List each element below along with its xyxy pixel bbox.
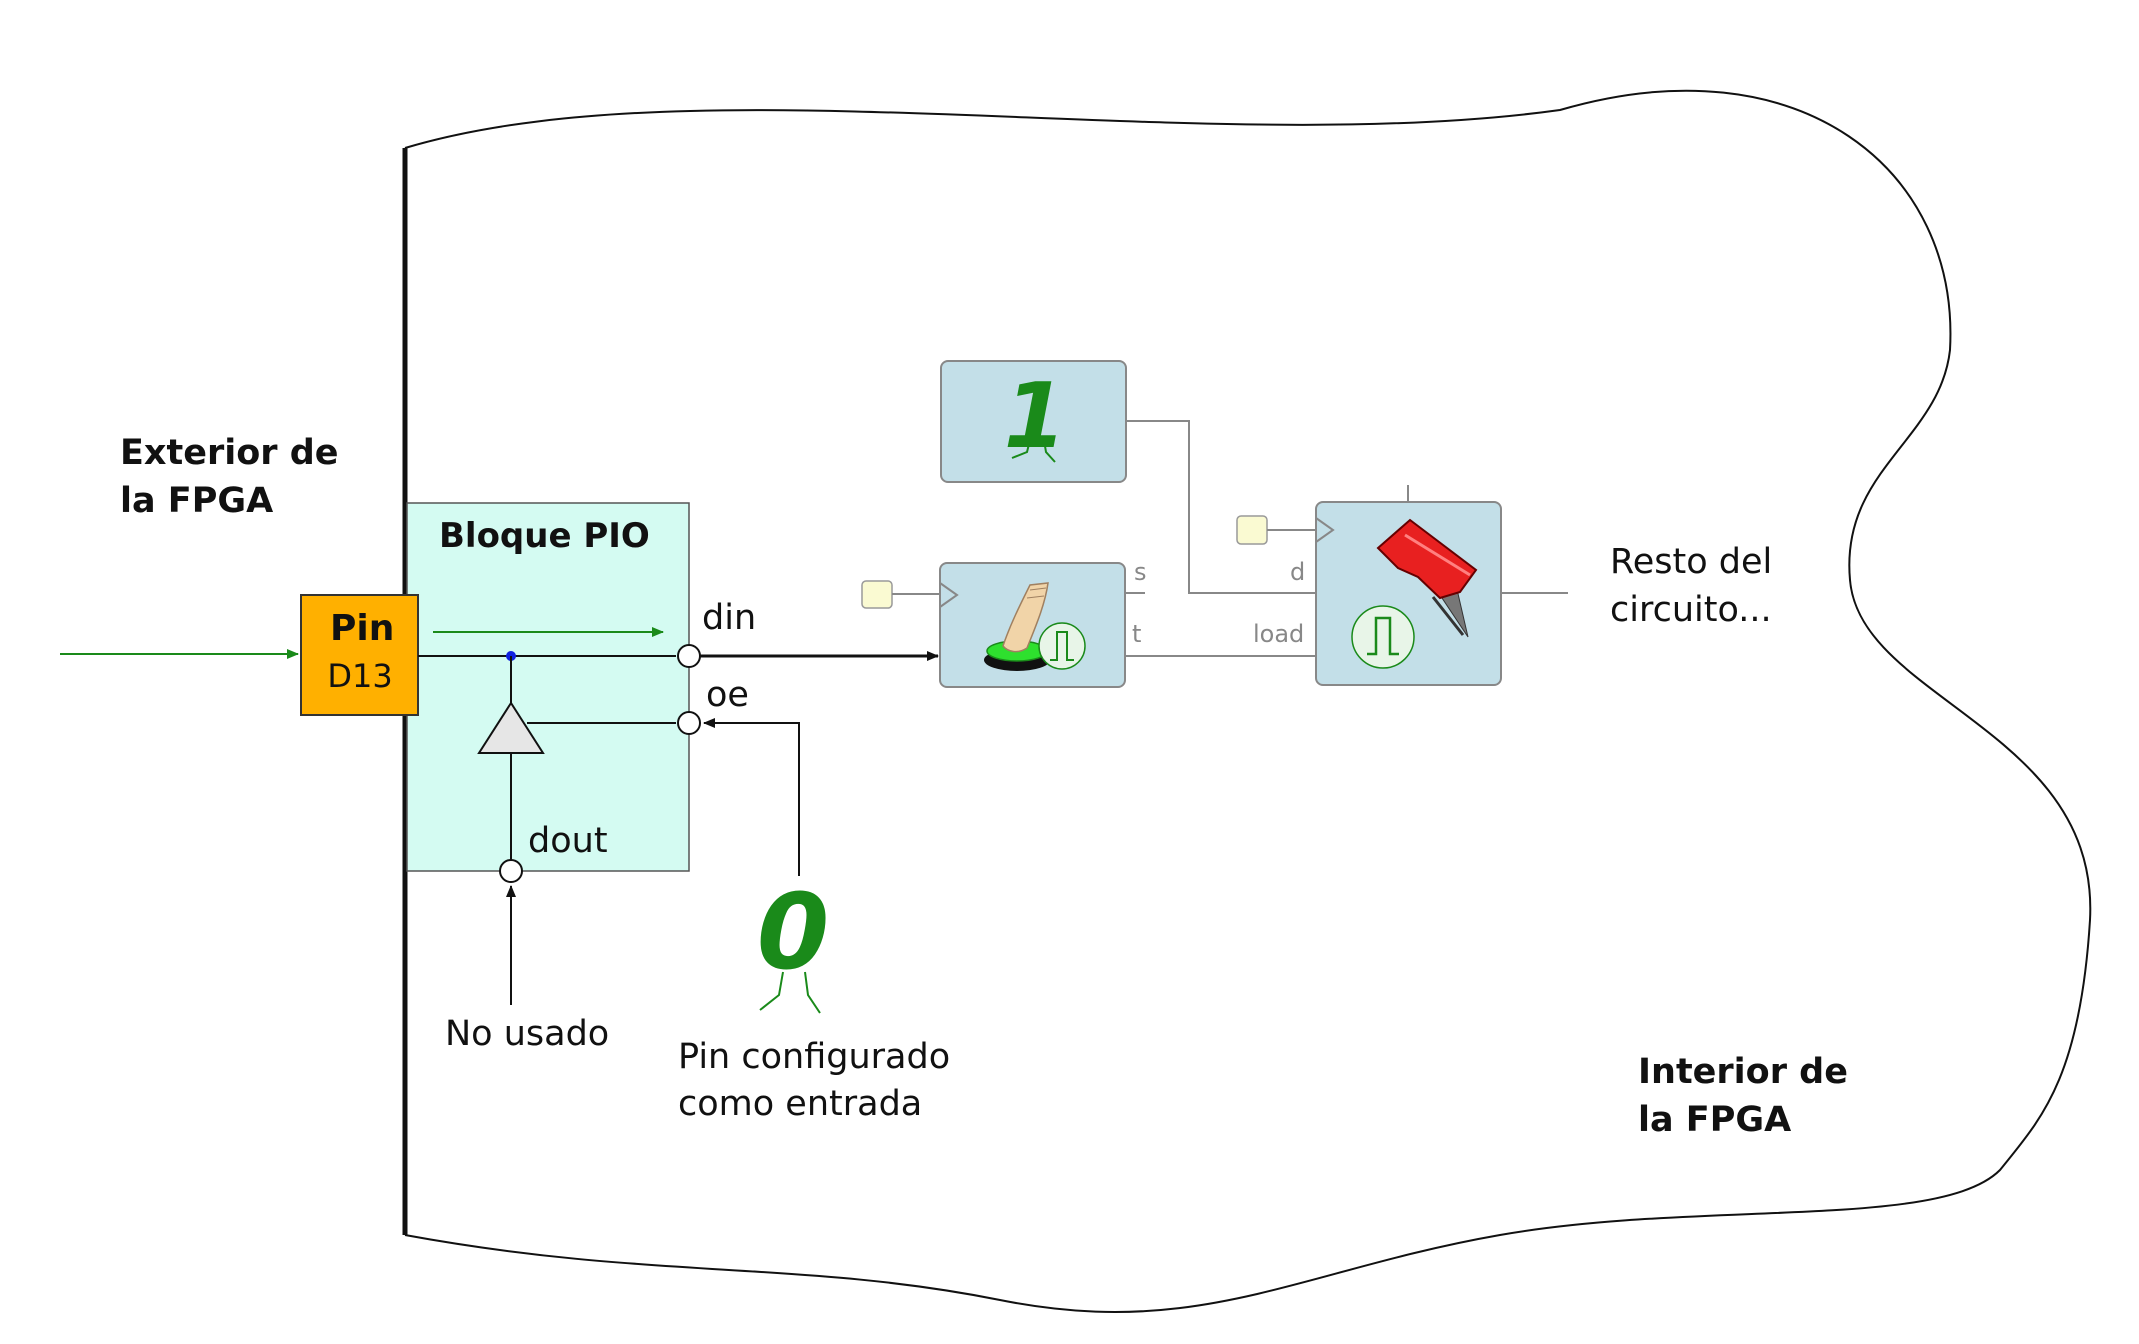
din-label: din bbox=[702, 598, 757, 638]
pulse-icon bbox=[1038, 622, 1086, 670]
pin-name: D13 bbox=[327, 657, 393, 695]
zero-caption-line1: Pin configurado bbox=[678, 1037, 951, 1077]
pin-box[interactable] bbox=[300, 594, 419, 716]
pushpin-icon bbox=[1376, 518, 1478, 638]
constant-one: 1 bbox=[1004, 364, 1067, 469]
zero-to-oe-wire bbox=[703, 718, 800, 876]
button-clock-input[interactable] bbox=[861, 580, 893, 609]
register-clock-triangle bbox=[1315, 517, 1335, 543]
oe-port[interactable] bbox=[677, 711, 701, 735]
not-used-label: No usado bbox=[445, 1014, 610, 1054]
one-legs bbox=[1011, 439, 1056, 463]
oe-label: oe bbox=[706, 675, 749, 715]
finger-button-icon bbox=[984, 582, 1050, 671]
pio-title: Bloque PIO bbox=[439, 516, 650, 556]
interior-label-line1: Interior de bbox=[1638, 1052, 1848, 1092]
pin-title: Pin bbox=[330, 608, 395, 649]
zero-caption-line2: como entrada bbox=[678, 1084, 923, 1124]
zero-digit: 0 bbox=[757, 871, 829, 993]
rest-label-line2: circuito... bbox=[1610, 590, 1772, 630]
exterior-label-line1: Exterior de bbox=[120, 433, 339, 473]
button-port-s: s bbox=[1134, 558, 1147, 586]
one-digit: 1 bbox=[1004, 364, 1067, 469]
exterior-label-line2: la FPGA bbox=[120, 481, 274, 521]
rest-label-line1: Resto del bbox=[1610, 542, 1773, 582]
register-pulse-icon bbox=[1351, 605, 1415, 669]
register-clock-input[interactable] bbox=[1236, 515, 1268, 545]
register-port-load: load bbox=[1253, 620, 1305, 648]
constant-zero[interactable]: 0 bbox=[757, 871, 829, 1014]
dout-label: dout bbox=[528, 821, 608, 861]
button-port-t: t bbox=[1132, 620, 1142, 648]
dout-port[interactable] bbox=[499, 859, 523, 883]
one-to-d-wire bbox=[1126, 420, 1316, 594]
interior-label-line2: la FPGA bbox=[1638, 1100, 1792, 1140]
din-port[interactable] bbox=[677, 644, 701, 668]
fpga-boundary bbox=[404, 89, 2092, 1313]
zero-legs bbox=[759, 971, 821, 1014]
register-port-d: d bbox=[1290, 558, 1306, 586]
button-clock-triangle bbox=[939, 582, 959, 608]
